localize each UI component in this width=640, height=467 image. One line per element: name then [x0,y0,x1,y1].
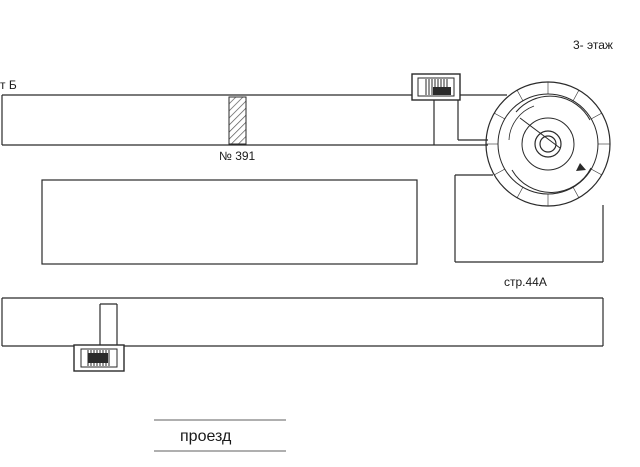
room-391-marker [228,96,247,145]
floor-label: 3- этаж [573,38,613,52]
stair-icon [73,344,125,372]
stair-icon [411,73,461,101]
room-number-label: № 391 [219,149,256,163]
spiral-staircase-icon [485,81,611,207]
arrow-icon [576,163,586,171]
passage-lines [154,419,286,452]
bottom-corridor [1,297,604,347]
inner-block [41,179,418,265]
top-corridor [1,94,507,146]
passage-label: проезд [180,428,232,445]
building-44a-label: стр.44А [504,275,547,289]
building-b-label: т Б [0,78,17,92]
right-room [454,174,604,263]
